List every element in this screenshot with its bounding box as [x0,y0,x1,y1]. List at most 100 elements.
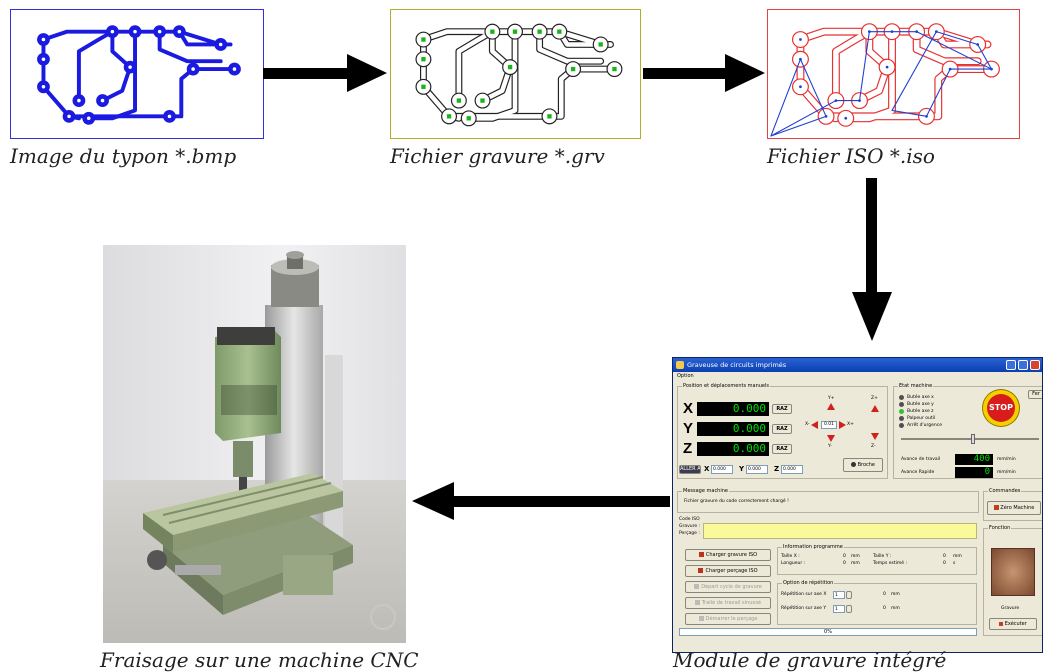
fermer-button[interactable]: Fer [1028,390,1042,399]
jog-step-field[interactable]: 0.01 [821,421,837,429]
jog-y-minus-button[interactable] [827,435,835,442]
info-label-0: Taille X : [781,554,800,559]
progress-bar: 0% [679,628,977,636]
stop-label: STOP [989,403,1013,412]
bmp-pad-hole-11 [218,42,223,47]
position-group-label: Position et déplacements manuels [682,383,770,389]
jog-y-plus-button[interactable] [827,403,835,410]
iso-drill-point-10 [934,30,938,34]
grv-pad-hole-0 [421,37,426,42]
bmp-pad-hole-6 [86,116,91,121]
repetition-group: Option de répétition [777,580,977,625]
command-button-1[interactable]: Charger gravure ISO [685,549,771,561]
broche-button[interactable]: Broche [843,458,883,472]
jog-x-minus-button[interactable] [811,421,818,429]
feed-slider-thumb[interactable] [971,434,975,444]
info-unit2-0: mm [953,554,962,559]
raz-button-x[interactable]: RAZ [772,404,792,414]
arrow-module-to-cnc [412,482,670,520]
axis-value-z: 0.000 [697,442,769,456]
caption-bmp: Image du typon *.bmp [10,144,237,168]
grv-pad-hole-7 [490,29,495,34]
avance-rapide-unit: mm/min [997,470,1016,475]
goto-button[interactable]: ALLER A [679,465,701,474]
jog-pad: Y+ X- 0.01 X+ Y- Z+ Z- [801,394,885,454]
etat-label-2: Butée axe z [907,408,934,414]
gravure-grv-traces [415,23,623,127]
command-button-3[interactable]: Départ cycle de gravure [685,581,771,593]
raz-button-y[interactable]: RAZ [772,424,792,434]
close-button[interactable] [1030,360,1040,370]
info-unit-1: mm [851,561,860,566]
command-button-5[interactable]: Démarrer le perçage [685,613,771,625]
fonction-gravure-image[interactable] [991,548,1035,596]
typon-bmp-traces [37,25,241,125]
execute-icon [999,621,1004,626]
jog-y-minus-label: Y- [828,444,832,449]
iso-drill-point-14 [885,65,889,69]
goto-z-field[interactable]: 0.000 [781,465,803,474]
grv-pad-hole-4 [480,98,485,103]
repetition-spinner-0[interactable] [846,591,852,599]
repetition-spinner-1[interactable] [846,605,852,613]
repetition-count-1[interactable]: 1 [833,605,845,613]
arrow-bmp-to-grv [263,54,387,92]
bmp-trace-2 [76,29,115,103]
zero-machine-button[interactable]: Zéro Machine [987,501,1041,515]
code-iso-field[interactable] [703,523,977,539]
caption-iso: Fichier ISO *.iso [767,144,935,168]
info-label2-0: Taille Y : [873,554,892,559]
feed-slider[interactable] [901,434,1039,444]
bmp-pad-hole-4 [100,98,105,103]
grv-pad-hole-1 [421,57,426,62]
axis-letter-z: Z [683,440,693,457]
bmp-trace-6 [157,29,223,64]
bmp-pad-hole-15 [191,67,195,71]
info-group: Information programme [777,544,977,575]
raz-button-z[interactable]: RAZ [772,444,792,454]
fonction-group-label: Fonction [988,525,1012,531]
gravure-grv-image [390,9,641,139]
jog-x-plus-label: X+ [847,422,854,427]
stop-button[interactable]: STOP [983,390,1019,426]
iso-drill-point-8 [890,30,894,34]
goto-x-field[interactable]: 0.000 [711,465,733,474]
position-group: Position et déplacements manuels [677,383,888,479]
etat-label-3: Palpeur outil [907,415,936,421]
goto-y-field[interactable]: 0.000 [746,465,768,474]
percage-label: Perçage : [679,531,700,536]
cnc-machine-photo [103,245,406,643]
command-button-icon-3 [694,584,700,589]
repetition-value-0: 0 [883,592,886,597]
broche-label: Broche [857,462,876,468]
bmp-pad-hole-10 [177,29,182,34]
goto-z-label: Z [774,465,780,473]
caption-cnc: Fraisage sur une machine CNC [100,648,419,672]
cnc-machine-illustration [103,245,406,643]
jog-z-plus-button[interactable] [871,405,879,412]
grv-pad-hole-12 [612,66,617,72]
execute-button[interactable]: Exécuter [989,618,1037,630]
menu-option[interactable]: Option [677,373,694,379]
command-button-label-1: Charger gravure ISO [705,552,758,558]
bmp-pad-hole-2 [41,85,46,89]
maximize-button[interactable] [1018,360,1028,370]
grv-pad-hole-11 [598,42,603,47]
minimize-button[interactable] [1006,360,1016,370]
iso-drill-point-1 [799,57,802,61]
jog-z-minus-button[interactable] [871,433,879,440]
jog-x-plus-button[interactable] [839,421,846,429]
grv-pad-hole-2 [421,84,426,89]
iso-drill-point-6 [844,116,848,120]
grv-trace-inner-1 [421,29,495,42]
iso-drill-point-5 [824,114,828,118]
command-button-2[interactable]: Charger perçage ISO [685,565,771,577]
command-button-4[interactable]: Trailé de travail sinuosé [685,597,771,609]
iso-drill-point-15 [948,67,952,71]
repetition-group-label: Option de répétition [782,580,835,586]
repetition-count-0[interactable]: 1 [833,591,845,599]
caption-module: Module de gravure intégré [673,648,947,672]
axis-letter-x: X [683,400,694,417]
goto-x-label: X [704,465,710,473]
etat-label-0: Butée axe x [907,394,934,400]
